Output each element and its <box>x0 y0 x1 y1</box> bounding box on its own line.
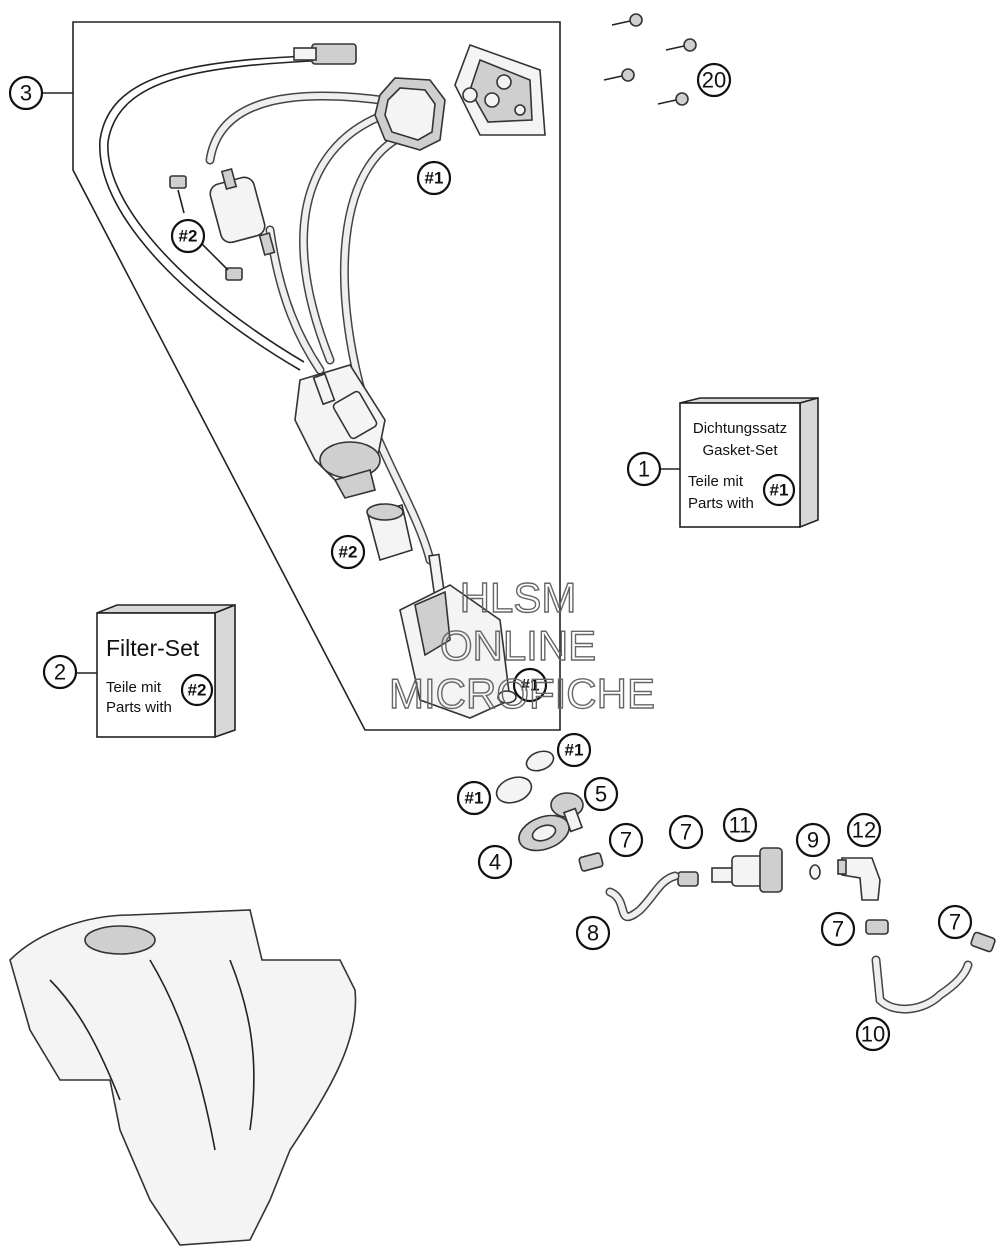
hose-bent-short <box>605 871 680 922</box>
svg-text:#1: #1 <box>521 676 540 695</box>
svg-text:3: 3 <box>20 81 32 106</box>
callout-ref2-clips: #2 <box>170 218 206 254</box>
svg-text:#1: #1 <box>465 789 484 808</box>
svg-text:9: 9 <box>807 828 819 853</box>
wiring-harness <box>99 43 357 371</box>
hose-bent-long <box>871 955 973 1014</box>
callout-8: 8 <box>575 915 611 951</box>
callout-ref1-flange: #1 <box>416 160 452 196</box>
callout-12: 12 <box>846 812 882 848</box>
callout-7a: 7 <box>608 822 644 858</box>
svg-text:11: 11 <box>729 813 752 838</box>
filter-set-box: Filter-Set Teile mit Parts with #2 <box>96 603 236 739</box>
inline-filter <box>169 168 276 281</box>
filter-box-ref: #2 <box>188 681 207 700</box>
callout-11: 11 <box>722 807 758 843</box>
svg-text:8: 8 <box>587 921 599 946</box>
fuel-pump <box>294 364 386 499</box>
watermark: HLSM ONLINE MICROFICHE <box>388 573 655 717</box>
screws <box>603 13 697 106</box>
filter-box-parts-de: Teile mit <box>106 679 162 696</box>
pump-strainer <box>366 503 413 562</box>
filter-box-parts-en: Parts with <box>106 699 172 716</box>
callout-ref1-oring-a: #1 <box>556 732 592 768</box>
watermark-line2: ONLINE <box>440 622 596 669</box>
callout-2: 2 <box>42 654 78 690</box>
callout-4: 4 <box>477 844 513 880</box>
callout-ref1-oring-b: #1 <box>456 780 492 816</box>
o-ring-small <box>525 750 555 772</box>
callout-ref1-filter: #1 <box>512 667 548 703</box>
elbow-fitting <box>837 857 881 901</box>
svg-text:#2: #2 <box>339 543 358 562</box>
svg-text:1: 1 <box>638 457 650 482</box>
callout-20: 20 <box>696 62 732 98</box>
callout-3: 3 <box>8 75 44 111</box>
svg-text:7: 7 <box>620 828 632 853</box>
callout-7c: 7 <box>820 911 856 947</box>
filter-box-title: Filter-Set <box>106 635 200 661</box>
svg-text:7: 7 <box>832 917 844 942</box>
callout-10: 10 <box>855 1016 891 1052</box>
callout-1: 1 <box>626 451 662 487</box>
gasket-box-parts-de: Teile mit <box>688 473 744 490</box>
gasket-box-title-de: Dichtungssatz <box>693 420 787 437</box>
callout-ref2-strainer: #2 <box>330 534 366 570</box>
hose-clamp <box>578 852 604 872</box>
callout-7b: 7 <box>668 814 704 850</box>
svg-text:20: 20 <box>702 68 726 93</box>
gasket-box-ref: #1 <box>770 481 789 500</box>
svg-text:#1: #1 <box>425 169 444 188</box>
svg-text:2: 2 <box>54 660 66 685</box>
watermark-line1: HLSM <box>460 574 577 621</box>
svg-text:4: 4 <box>489 850 501 875</box>
gasket-box-parts-en: Parts with <box>688 495 754 512</box>
svg-text:7: 7 <box>949 910 961 935</box>
flange-gasket <box>374 77 446 151</box>
o-ring-large <box>495 776 533 804</box>
callout-7d: 7 <box>937 904 973 940</box>
assembly-outline <box>72 21 561 731</box>
callout-9: 9 <box>795 822 831 858</box>
svg-text:#2: #2 <box>179 227 198 246</box>
svg-text:10: 10 <box>861 1022 885 1047</box>
gasket-set-box: Dichtungssatz Gasket-Set Teile mit Parts… <box>679 396 819 529</box>
fuel-hoses <box>205 91 435 565</box>
svg-text:5: 5 <box>595 782 607 807</box>
hose-clamp <box>677 871 699 887</box>
filter-housing <box>399 553 517 719</box>
grommet <box>518 814 570 852</box>
fuel-tank <box>9 909 357 1246</box>
svg-text:12: 12 <box>852 818 876 843</box>
pump-flange <box>454 43 546 136</box>
callout-5: 5 <box>583 776 619 812</box>
quick-connector <box>711 847 783 893</box>
gasket-box-title-en: Gasket-Set <box>702 442 778 459</box>
watermark-line3: MICROFICHE <box>389 670 655 717</box>
hose-clamp <box>865 919 889 935</box>
o-ring-tiny <box>809 864 821 880</box>
fitting <box>550 792 584 833</box>
hose-clamp <box>970 931 996 953</box>
svg-text:7: 7 <box>680 820 692 845</box>
svg-text:#1: #1 <box>565 741 584 760</box>
